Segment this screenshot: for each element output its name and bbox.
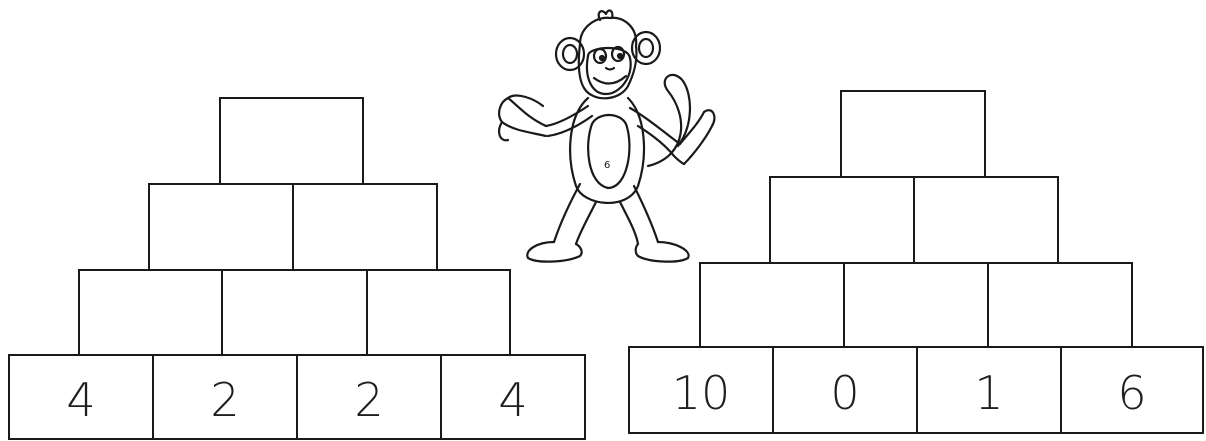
pyramid-right-base-cell-2: 0 <box>772 346 918 434</box>
pyramid-right-cell-r3-c1[interactable] <box>699 262 845 348</box>
pyramid-right-base-cell-4: 6 <box>1060 346 1204 434</box>
pyramid-right-cell-r1-c1[interactable] <box>840 90 986 178</box>
pyramid-right-base-cell-1: 10 <box>628 346 774 434</box>
pyramid-right-cell-r3-c3[interactable] <box>987 262 1133 348</box>
pyramid-right-cell-r3-c2[interactable] <box>843 262 989 348</box>
pyramid-right-cell-r2-c2[interactable] <box>913 176 1059 264</box>
pyramid-right-base-cell-3: 1 <box>916 346 1062 434</box>
pyramid-right-cell-r2-c1[interactable] <box>769 176 915 264</box>
